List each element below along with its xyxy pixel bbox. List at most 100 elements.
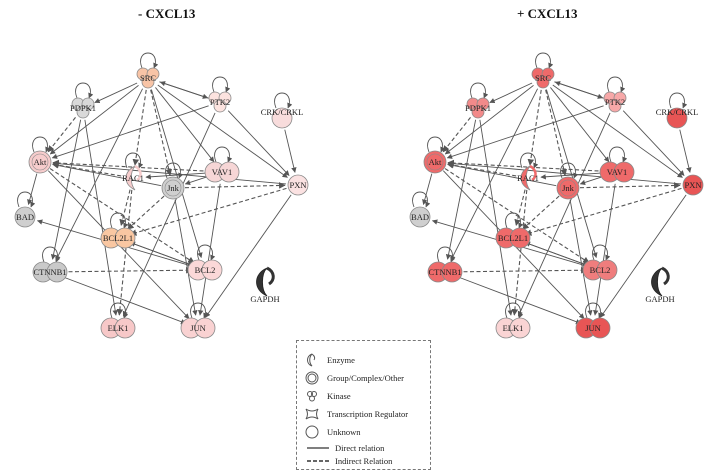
node-rac1[interactable]: RAC1 xyxy=(517,164,539,191)
node-label: SRC xyxy=(535,73,551,83)
node-bcl2[interactable]: BCL2 xyxy=(582,259,618,281)
node-bad[interactable]: BAD xyxy=(409,206,431,228)
node-bcl2l1[interactable]: BCL2L1 xyxy=(495,227,531,249)
node-pxn[interactable]: PXN xyxy=(287,174,309,196)
legend-label: Unknown xyxy=(327,427,361,437)
indirect-edge xyxy=(52,159,211,172)
node-label: PTK2 xyxy=(210,97,230,107)
indirect-edge xyxy=(116,189,133,316)
self-loop-edge xyxy=(669,92,688,109)
direct-edge xyxy=(550,87,610,163)
node-crk[interactable]: CRK/CRKL xyxy=(261,107,304,129)
node-akt[interactable]: Akt xyxy=(28,150,52,174)
direct-edge xyxy=(524,241,589,267)
transcription-regulator-icon xyxy=(305,408,319,420)
direct-edge xyxy=(227,110,290,176)
indirect-edge xyxy=(444,168,590,264)
self-loop-edge xyxy=(197,244,216,261)
direct-edge xyxy=(205,194,292,318)
self-loop-edge xyxy=(505,212,524,229)
direct-edge xyxy=(622,110,685,176)
node-pdpk1[interactable]: PDPK1 xyxy=(70,97,96,119)
node-src[interactable]: SRC xyxy=(531,67,555,89)
node-label: CRK/CRKL xyxy=(261,107,304,117)
direct-edge xyxy=(554,81,604,99)
node-vav1[interactable]: VAV1 xyxy=(204,161,240,183)
unknown-icon xyxy=(305,425,319,439)
direct-edge xyxy=(84,119,118,316)
direct-edge xyxy=(489,82,533,103)
solid-line-icon xyxy=(307,447,329,449)
direct-edge xyxy=(129,241,194,267)
legend-label: Transcription Regulator xyxy=(327,409,409,419)
self-loop-edge xyxy=(560,162,579,179)
direct-edge xyxy=(540,172,606,180)
node-rac1[interactable]: RAC1 xyxy=(122,164,144,191)
node-bad[interactable]: BAD xyxy=(14,206,36,228)
self-loop-edge xyxy=(437,246,456,263)
self-loop-edge xyxy=(585,302,604,319)
indirect-edge xyxy=(52,161,122,177)
node-pdpk1[interactable]: PDPK1 xyxy=(465,97,491,119)
self-loop-edge xyxy=(592,244,611,261)
node-elk1[interactable]: ELK1 xyxy=(100,317,136,339)
indirect-edge xyxy=(545,89,568,176)
indirect-edge xyxy=(524,187,682,236)
node-label: RAC1 xyxy=(517,173,539,183)
node-jun[interactable]: JUN xyxy=(575,317,611,339)
node-ctnnb1[interactable]: CTNNB1 xyxy=(32,261,68,283)
direct-edge xyxy=(517,112,611,317)
legend-item-indirect: Indirect Relation xyxy=(303,454,392,468)
node-label: CTNNB1 xyxy=(33,267,66,277)
legend-label: Direct relation xyxy=(335,443,385,453)
direct-edge xyxy=(157,84,288,178)
node-pxn[interactable]: PXN xyxy=(682,174,704,196)
direct-edge xyxy=(55,88,143,261)
direct-edge xyxy=(552,84,683,178)
node-label: BCL2 xyxy=(195,265,216,275)
node-vav1[interactable]: VAV1 xyxy=(599,161,635,183)
self-loop-edge xyxy=(609,146,628,163)
node-crk[interactable]: CRK/CRKL xyxy=(656,107,699,129)
node-gapdh[interactable]: GAPDH xyxy=(250,266,280,304)
direct-edge xyxy=(174,199,198,316)
node-label: PDPK1 xyxy=(465,103,491,113)
node-bcl2l1[interactable]: BCL2L1 xyxy=(100,227,136,249)
node-label: PDPK1 xyxy=(70,103,96,113)
legend-item-enzyme: Enzyme xyxy=(303,353,355,367)
legend-label: Enzyme xyxy=(327,355,355,365)
node-ptk2[interactable]: PTK2 xyxy=(208,91,232,113)
node-label: JUN xyxy=(585,323,601,333)
node-akt[interactable]: Akt xyxy=(423,150,447,174)
direct-edge xyxy=(545,89,598,259)
indirect-edge xyxy=(150,89,173,176)
direct-edge xyxy=(422,173,433,205)
node-ctnnb1[interactable]: CTNNB1 xyxy=(427,261,463,283)
self-loop-edge xyxy=(520,152,539,169)
direct-edge xyxy=(150,89,203,259)
node-gapdh[interactable]: GAPDH xyxy=(645,266,675,304)
dashed-line-icon xyxy=(307,460,329,462)
node-src[interactable]: SRC xyxy=(136,67,160,89)
node-jnk[interactable]: Jnk xyxy=(161,176,185,200)
direct-edge xyxy=(51,105,209,159)
node-label: VAV1 xyxy=(212,167,232,177)
group-icon xyxy=(305,371,319,385)
indirect-edge xyxy=(49,168,195,264)
node-label: ELK1 xyxy=(108,323,129,333)
node-label: GAPDH xyxy=(645,294,674,304)
node-bcl2[interactable]: BCL2 xyxy=(187,259,223,281)
node-jnk[interactable]: Jnk xyxy=(556,176,580,200)
direct-edge xyxy=(600,194,687,318)
node-label: VAV1 xyxy=(607,167,627,177)
node-jun[interactable]: JUN xyxy=(180,317,216,339)
direct-edge xyxy=(444,85,534,155)
node-ptk2[interactable]: PTK2 xyxy=(603,91,627,113)
direct-edge xyxy=(50,119,82,260)
node-elk1[interactable]: ELK1 xyxy=(495,317,531,339)
indirect-edge xyxy=(579,182,681,189)
direct-edge xyxy=(446,105,604,159)
indirect-edge xyxy=(442,117,471,153)
self-loop-edge xyxy=(42,246,61,263)
node-label: SRC xyxy=(140,73,156,83)
